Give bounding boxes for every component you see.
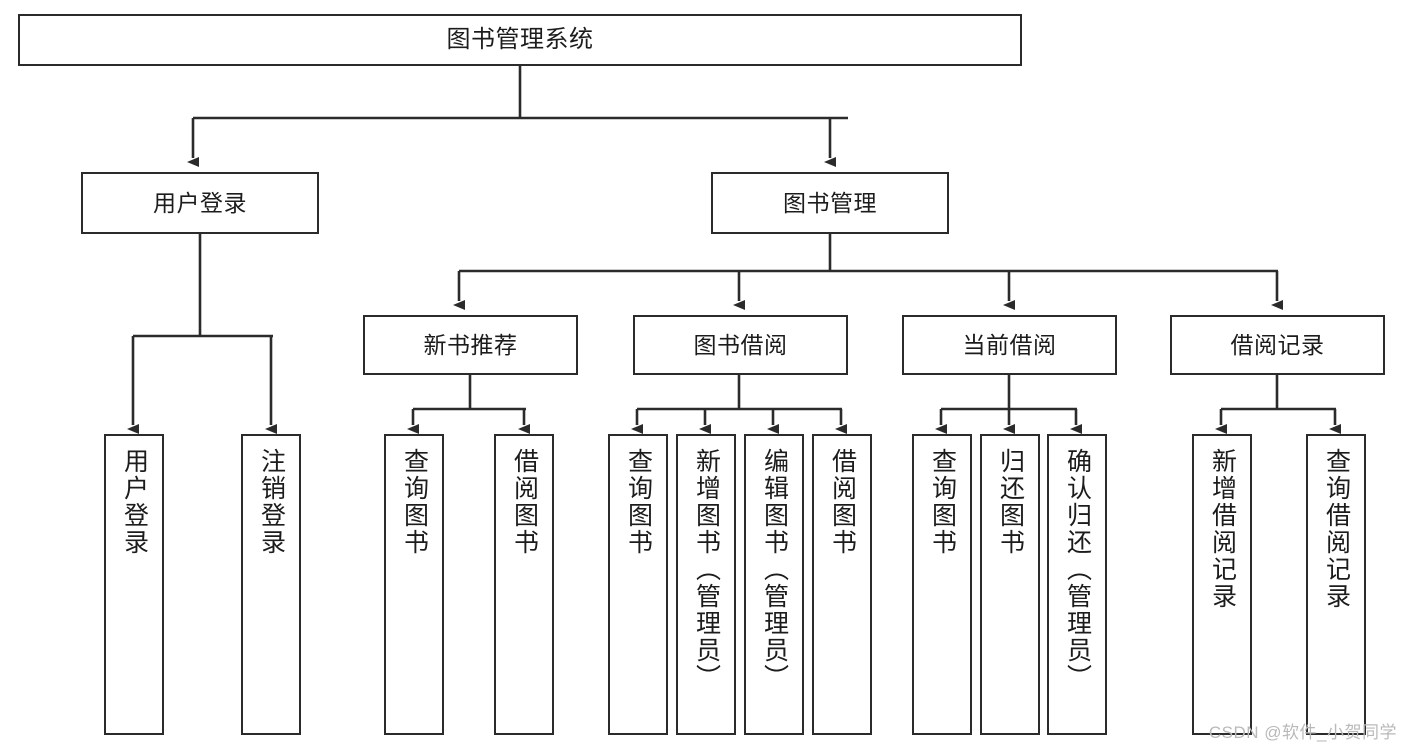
node-current-borrow-label: 当前借阅 bbox=[962, 331, 1057, 358]
node-book-borrow[interactable]: 图书借阅 bbox=[633, 315, 848, 375]
leaf-query-book-2-label: 查询图书 bbox=[624, 448, 653, 556]
node-user-login-label: 用户登录 bbox=[153, 189, 247, 216]
leaf-query-book-2[interactable]: 查询图书 bbox=[608, 434, 668, 735]
leaf-query-record-label: 查询借阅记录 bbox=[1322, 448, 1351, 610]
node-new-book-rec[interactable]: 新书推荐 bbox=[363, 315, 578, 375]
leaf-borrow-book-2[interactable]: 借阅图书 bbox=[812, 434, 872, 735]
node-new-book-rec-label: 新书推荐 bbox=[423, 331, 518, 358]
leaf-query-record[interactable]: 查询借阅记录 bbox=[1306, 434, 1366, 735]
leaf-query-book-1[interactable]: 查询图书 bbox=[384, 434, 444, 735]
node-book-manage[interactable]: 图书管理 bbox=[711, 172, 949, 234]
leaf-return-book-label: 归还图书 bbox=[996, 448, 1025, 556]
node-borrow-record-label: 借阅记录 bbox=[1230, 331, 1325, 358]
node-root-label: 图书管理系统 bbox=[446, 26, 594, 54]
watermark: CSDN @软件_小贺同学 bbox=[1208, 723, 1397, 742]
node-root[interactable]: 图书管理系统 bbox=[18, 14, 1022, 66]
node-borrow-record[interactable]: 借阅记录 bbox=[1170, 315, 1385, 375]
leaf-confirm-return-label: 确认归还（管理员） bbox=[1063, 448, 1092, 691]
leaf-logout-label: 注销登录 bbox=[257, 448, 286, 556]
leaf-add-book-label: 新增图书（管理员） bbox=[692, 448, 721, 691]
leaf-borrow-book-2-label: 借阅图书 bbox=[828, 448, 857, 556]
leaf-edit-book-label: 编辑图书（管理员） bbox=[760, 448, 789, 691]
leaf-borrow-book-1-label: 借阅图书 bbox=[510, 448, 539, 556]
leaf-return-book[interactable]: 归还图书 bbox=[980, 434, 1040, 735]
leaf-query-book-1-label: 查询图书 bbox=[400, 448, 429, 556]
leaf-confirm-return[interactable]: 确认归还（管理员） bbox=[1047, 434, 1107, 735]
leaf-user-login[interactable]: 用户登录 bbox=[104, 434, 164, 735]
node-current-borrow[interactable]: 当前借阅 bbox=[902, 315, 1117, 375]
leaf-edit-book[interactable]: 编辑图书（管理员） bbox=[744, 434, 804, 735]
leaf-query-book-3-label: 查询图书 bbox=[928, 448, 957, 556]
leaf-add-record[interactable]: 新增借阅记录 bbox=[1192, 434, 1252, 735]
leaf-add-book[interactable]: 新增图书（管理员） bbox=[676, 434, 736, 735]
node-book-manage-label: 图书管理 bbox=[783, 189, 877, 216]
node-user-login[interactable]: 用户登录 bbox=[81, 172, 319, 234]
leaf-add-record-label: 新增借阅记录 bbox=[1208, 448, 1237, 610]
leaf-borrow-book-1[interactable]: 借阅图书 bbox=[494, 434, 554, 735]
node-book-borrow-label: 图书借阅 bbox=[693, 331, 788, 358]
leaf-query-book-3[interactable]: 查询图书 bbox=[912, 434, 972, 735]
leaf-logout[interactable]: 注销登录 bbox=[241, 434, 301, 735]
leaf-user-login-label: 用户登录 bbox=[120, 448, 149, 556]
